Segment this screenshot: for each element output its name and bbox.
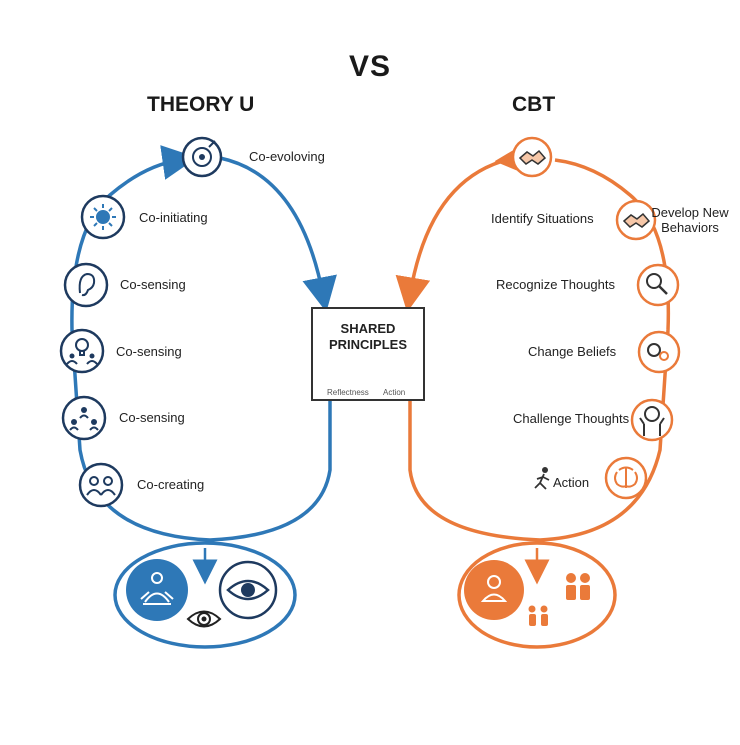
cbt-title: CBT xyxy=(512,93,556,116)
brain-gears-icon xyxy=(637,330,681,374)
cbt-top-arc xyxy=(395,156,516,313)
family-icon xyxy=(566,573,590,600)
sun-icon xyxy=(80,194,126,240)
person-icon xyxy=(464,560,524,620)
stage-label-change-beliefs: Change Beliefs xyxy=(528,344,617,359)
theory-u-title: THEORY U xyxy=(147,93,255,116)
meditation-icon xyxy=(126,559,188,621)
stage-label-co-evoloving: Co-evoloving xyxy=(249,149,325,164)
group-icon xyxy=(78,462,124,508)
shared-item-action: Action xyxy=(383,388,406,397)
stage-label-identify-situations: Identify Situations xyxy=(491,211,594,226)
theory-u-loop xyxy=(70,145,332,542)
stage-label-co-sensing: Co-sensing xyxy=(119,410,185,425)
people-network-icon xyxy=(61,395,107,441)
family-icon xyxy=(528,605,548,626)
shared-principles-title: SHARED PRINCIPLES xyxy=(328,321,407,352)
stage-label-co-sensing: Co-sensing xyxy=(116,344,182,359)
eye-icon xyxy=(186,610,222,628)
shared-principles-box: SHARED PRINCIPLES Reflectness Action xyxy=(311,307,425,401)
shared-item-reflectness: Reflectness xyxy=(327,388,369,397)
ear-icon xyxy=(63,262,109,308)
handshake-icon xyxy=(615,199,657,241)
stage-label-recognize-thoughts: Recognize Thoughts xyxy=(496,277,616,292)
stage-label-co-creating: Co-creating xyxy=(137,477,205,492)
handshake-icon xyxy=(511,136,553,178)
cbt-loop xyxy=(408,158,671,542)
stage-label-develop-new-behaviors: Develop New Behaviors xyxy=(651,205,729,235)
magnifier-icon xyxy=(636,263,680,307)
target-cycle-icon xyxy=(181,136,223,178)
running-person-icon xyxy=(534,467,550,490)
stage-label-co-sensing: Co-sensing xyxy=(120,277,186,292)
lightbulb-people-icon xyxy=(59,328,105,374)
stage-label-action: Action xyxy=(553,475,590,490)
brain-icon xyxy=(604,456,648,500)
stage-label-challenge-thoughts: Challenge Thoughts xyxy=(513,411,630,426)
head-brain-icon xyxy=(630,398,674,442)
stage-label-co-initiating: Co-initiating xyxy=(139,210,208,225)
theory-u-top-arc xyxy=(219,156,337,313)
eye-icon xyxy=(218,560,278,620)
title-vs: VS xyxy=(348,50,392,83)
